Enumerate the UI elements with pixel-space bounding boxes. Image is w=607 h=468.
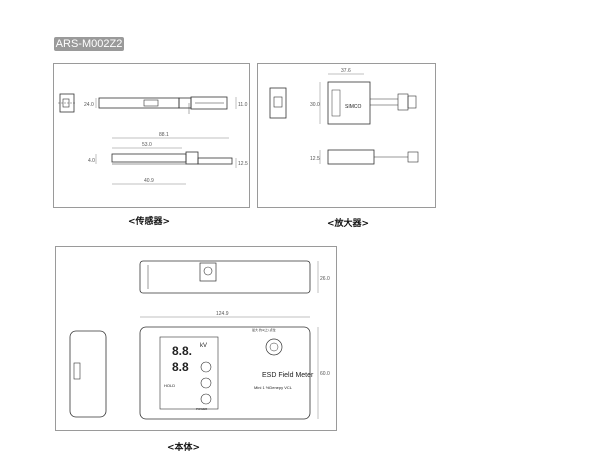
model-tag: ARS-M002Z2 (54, 37, 124, 51)
body-panel: 26.0 124.9 8.8. 8.8 kV HOLD POWER 最大·约4(… (55, 246, 337, 431)
amplifier-panel: 37.6 SIMCO 30.0 12.5 (257, 63, 436, 208)
amplifier-brand-label: SIMCO (345, 104, 362, 110)
device-title: ESD Field Meter (262, 372, 314, 379)
hold-label: HOLD (164, 383, 175, 388)
sensor-dim-height-c: 12.5 (238, 161, 248, 167)
mode-button[interactable] (200, 361, 212, 373)
body-drawing: 26.0 124.9 8.8. 8.8 kV HOLD POWER 最大·约4(… (69, 260, 330, 420)
body-dim-height: 60.0 (320, 371, 330, 377)
amplifier-caption: <放大器> (327, 219, 370, 229)
hold-button[interactable] (200, 377, 212, 389)
amplifier-drawing: 37.6 SIMCO 30.0 12.5 (269, 68, 419, 165)
sensor-panel: 24.0 11.0 88.1 53.0 4.0 12.5 40.9 (53, 63, 250, 208)
amplifier-dim-height: 30.0 (310, 102, 320, 108)
sensor-drawing: 24.0 11.0 88.1 53.0 4.0 12.5 40.9 (58, 93, 248, 185)
display-digits: 8.8. (172, 344, 192, 358)
body-dim-thickness: 26.0 (320, 276, 330, 282)
sensor-dim-height-e: 11.0 (238, 102, 248, 108)
sensor-dim-inner: 53.0 (142, 142, 152, 148)
sensor-note: 最大·约4(上)·点位 (252, 327, 276, 332)
amplifier-dim-width: 37.6 (341, 68, 351, 74)
power-label: POWER (196, 407, 208, 411)
body-caption: <本体> (167, 443, 201, 453)
sensor-caption: <传感器> (128, 217, 171, 227)
display-digits-2: 8.8 (172, 360, 189, 374)
sensor-dim-length: 88.1 (159, 132, 169, 138)
unit-label: kV (200, 343, 207, 349)
body-dim-length: 124.9 (216, 311, 229, 317)
power-button[interactable] (200, 393, 212, 405)
sensor-port[interactable] (265, 338, 283, 356)
sensor-dim-height-d: 24.0 (84, 102, 94, 108)
device-subtitle: Mini 1 %Denepy VCL (254, 385, 293, 390)
sensor-dim-lower: 40.9 (144, 178, 154, 184)
amplifier-dim-side: 12.5 (310, 156, 320, 162)
sensor-dim-height-b: 4.0 (88, 158, 95, 164)
